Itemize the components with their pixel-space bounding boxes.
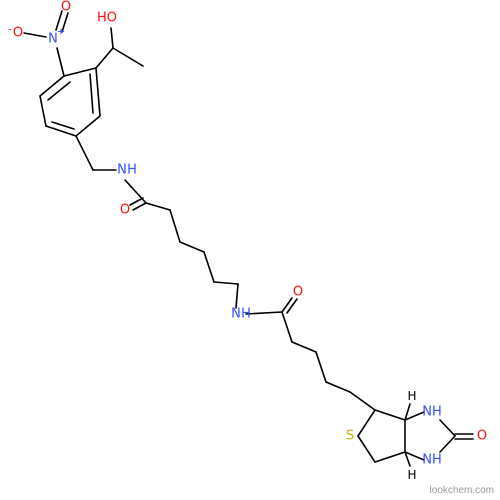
bond (404, 411, 425, 421)
bond (213, 281, 239, 285)
atom-label-urea-o: O (477, 429, 487, 444)
bond (203, 251, 215, 283)
bond (291, 341, 317, 353)
atom-label-amide-o2: O (293, 285, 303, 300)
bond (374, 409, 406, 421)
atom-label-ring-nh2: NH (422, 453, 442, 468)
stereo-h-top: H (407, 389, 416, 403)
bond (95, 47, 114, 69)
bond (61, 12, 69, 33)
bond (286, 298, 298, 314)
atom-label-ring-nh1: NH (422, 405, 442, 420)
atom-label-hydroxyl: HO (97, 11, 117, 26)
bond (179, 241, 205, 253)
bond (55, 10, 63, 31)
bond (45, 125, 77, 137)
atom-label-amide-n1: N (117, 163, 127, 178)
bond (75, 115, 101, 137)
atom-label-amide-n2: N (231, 307, 241, 322)
atom-label-amide-h2: H (241, 307, 251, 322)
bond (132, 202, 147, 211)
bond (349, 391, 376, 411)
bond (439, 435, 456, 453)
bond-set (23, 10, 474, 467)
bond (281, 297, 293, 313)
atom-label-sulfur: S (346, 429, 354, 444)
bond (47, 81, 71, 101)
bond (325, 381, 351, 393)
atom-label-nitro-o: O (13, 26, 23, 41)
bond (56, 47, 65, 77)
stereo-h-bottom: H (407, 468, 416, 482)
bond (374, 451, 406, 463)
bond (439, 419, 456, 437)
bond (124, 179, 147, 204)
bond (39, 95, 47, 127)
bond (51, 121, 75, 130)
bond (357, 435, 376, 463)
bond (235, 283, 239, 309)
bond (169, 209, 181, 243)
watermark-text: lookchem.com (429, 485, 494, 496)
bond (404, 451, 425, 461)
charge-label: - (8, 25, 12, 36)
bond (95, 67, 101, 117)
bond (112, 47, 144, 67)
atom-label-amide-h1: H (127, 163, 137, 178)
bond (145, 202, 171, 211)
bond (357, 409, 376, 437)
charge-label: + (57, 27, 65, 38)
bond (110, 27, 114, 49)
atom-labels: HO N + O - O N H O N H O S NH NH O H H (8, 0, 487, 482)
bond (39, 75, 65, 97)
bond (63, 67, 97, 77)
atom-label-amide-o1: O (120, 203, 130, 218)
bond (23, 32, 47, 38)
bond (404, 451, 411, 467)
bond (245, 311, 283, 315)
atom-label-nitro-n: N (48, 32, 58, 47)
bond (281, 311, 293, 343)
bond (404, 403, 411, 421)
bond (315, 351, 327, 383)
bond (129, 197, 144, 206)
atom-label-nitro-o2: O (61, 0, 71, 15)
bond (75, 135, 94, 171)
bond (89, 73, 94, 114)
